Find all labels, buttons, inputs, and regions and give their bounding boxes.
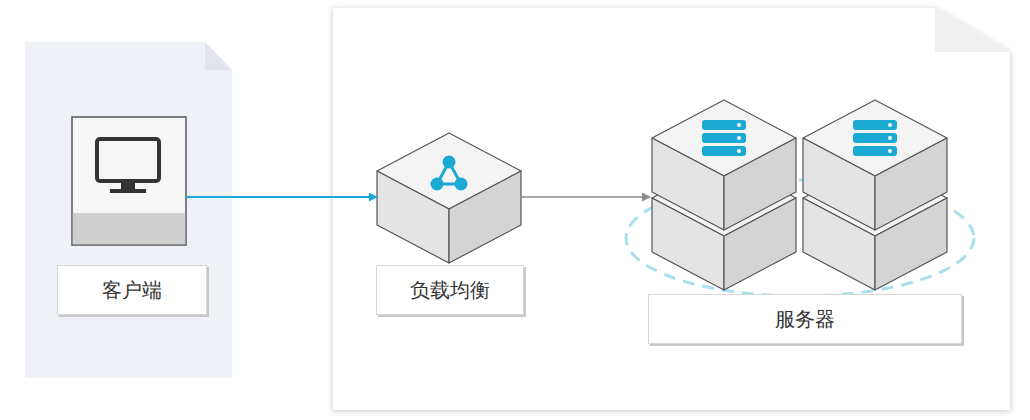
load-balancer-cube [377,133,521,263]
node-label: 客户端 [57,265,207,315]
client-node: 客户端 [72,117,186,245]
panel-fold [935,8,1010,52]
node-label: 负载均衡 [376,265,524,315]
server-cluster [626,100,974,296]
connector-arrow [186,196,377,198]
node-label: 服务器 [648,294,962,344]
panel-fold [205,42,232,70]
connector-arrow [522,196,650,198]
client-icon [72,117,186,245]
server-node: 服务器 [650,100,946,290]
load-balancer-node: 负载均衡 [377,133,522,263]
server-panel [333,8,1010,410]
client-panel [25,42,232,378]
